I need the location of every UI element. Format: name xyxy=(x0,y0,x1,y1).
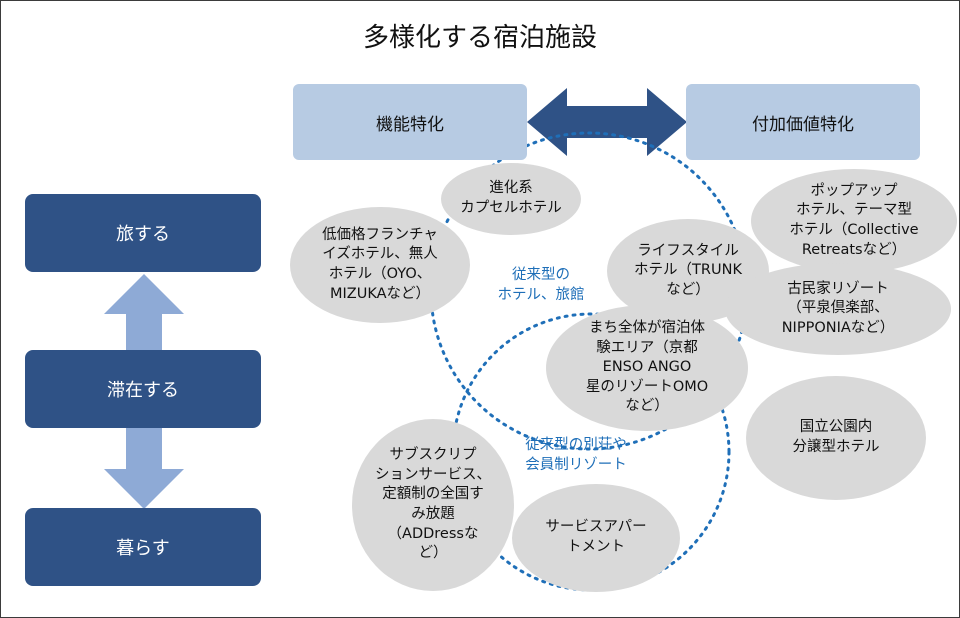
horizontal-double-arrow xyxy=(527,88,687,156)
kominka-resort-ellipse: 古民家リゾート （平泉倶楽部、 NIPPONIAなど） xyxy=(725,263,951,355)
stay-box: 滞在する xyxy=(25,350,261,428)
diagram-title: 多様化する宿泊施設 xyxy=(362,23,597,53)
town-wide-lodging-ellipse: まち全体が宿泊体 験エリア（京都 ENSO ANGO 星のリゾートOMO など） xyxy=(546,305,748,431)
franchise-hotel-ellipse: 低価格フランチャ イズホテル、無人 ホテル（OYO、 MIZUKAなど） xyxy=(290,207,470,323)
villas-resorts-label: 従来型の別荘や 会員制リゾート xyxy=(525,437,627,473)
subscription-service-ellipse: サブスクリプ ションサービス、 定額制の全国す み放題 （ADDressな ど） xyxy=(352,419,514,591)
added-value-specialization-tag: 付加価値特化 xyxy=(686,84,920,160)
national-park-hotel-ellipse: 国立公園内 分譲型ホテル xyxy=(746,376,926,500)
popup-hotel-ellipse: ポップアップ ホテル、テーマ型 ホテル（Collective Retreatsな… xyxy=(751,169,957,273)
traditional-hotels-label: 従来型の ホテル、旅館 xyxy=(497,267,585,303)
travel-box: 旅する xyxy=(25,194,261,272)
serviced-apartment-ellipse: サービスアパー トメント xyxy=(512,484,680,592)
capsule-hotel-ellipse: 進化系 カプセルホテル xyxy=(441,163,581,235)
functional-specialization-tag: 機能特化 xyxy=(293,84,527,160)
live-box: 暮らす xyxy=(25,508,261,586)
